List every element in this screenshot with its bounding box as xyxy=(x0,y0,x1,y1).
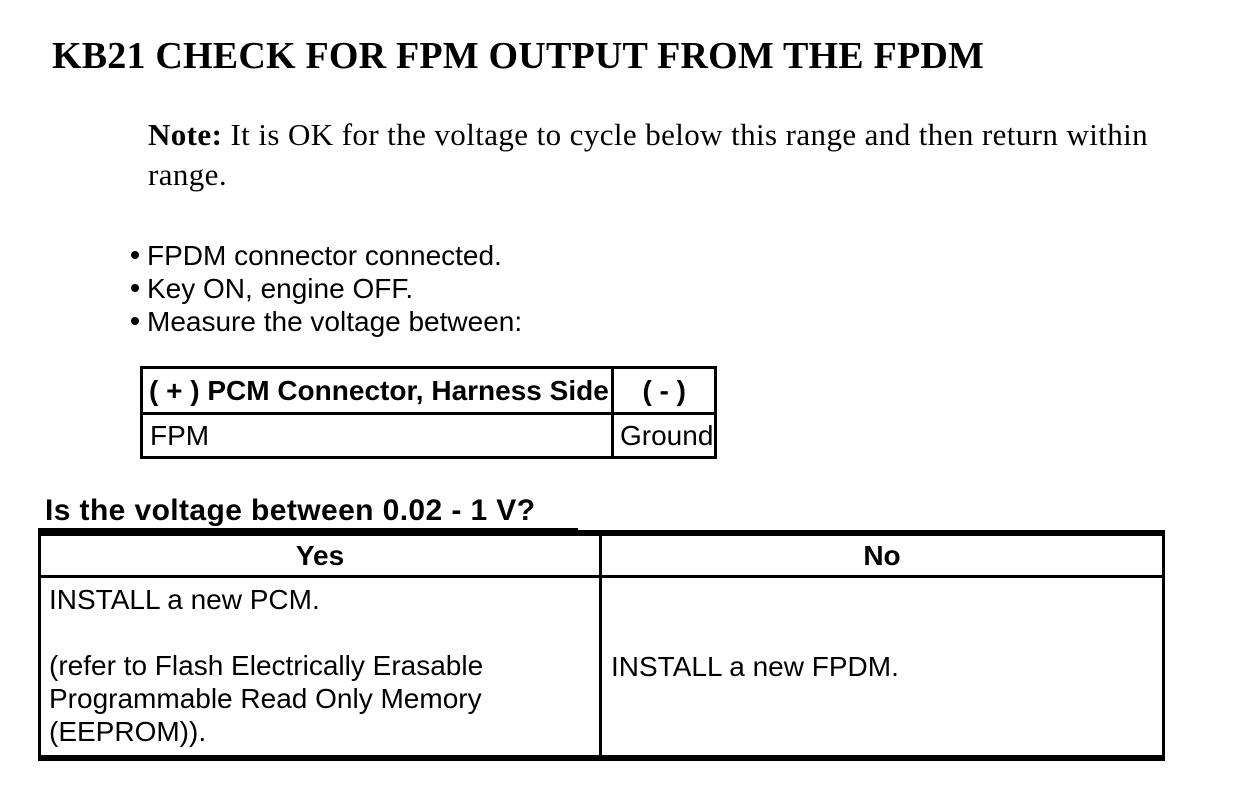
decision-cell-no: INSTALL a new FPDM. xyxy=(599,575,1165,760)
bullet-item-label: Key ON, engine OFF. xyxy=(147,273,414,304)
note-text: It is OK for the voltage to cycle below … xyxy=(148,117,1149,192)
decision-table: Yes No INSTALL a new PCM. (refer to Flas… xyxy=(38,530,1165,761)
decision-cell-yes: INSTALL a new PCM. (refer to Flash Elect… xyxy=(38,575,602,760)
decision-table-header-row: Yes No xyxy=(38,531,1165,578)
bullet-icon xyxy=(131,251,139,259)
bullet-item-label: FPDM connector connected. xyxy=(147,240,502,271)
decision-header-yes: Yes xyxy=(38,531,602,578)
measurement-cell-ground: Ground xyxy=(610,412,718,459)
bullet-icon xyxy=(131,284,139,292)
decision-header-no: No xyxy=(599,531,1165,578)
decision-table-body-row: INSTALL a new PCM. (refer to Flash Elect… xyxy=(38,575,1165,760)
measurement-cell-fpm: FPM xyxy=(140,412,614,459)
bullet-icon xyxy=(131,317,139,325)
bullet-item-label: Measure the voltage between: xyxy=(147,306,523,337)
bullet-item-fpdm-connector: FPDM connector connected. xyxy=(128,239,522,272)
measurement-header-positive: ( + ) PCM Connector, Harness Side xyxy=(140,366,614,415)
bullet-list: FPDM connector connected. Key ON, engine… xyxy=(128,239,522,338)
page-title: KB21 CHECK FOR FPM OUTPUT FROM THE FPDM xyxy=(52,35,985,77)
measurement-table-row: FPM Ground xyxy=(140,412,718,459)
measurement-table: ( + ) PCM Connector, Harness Side ( - ) … xyxy=(140,366,718,459)
note: Note: It is OK for the voltage to cycle … xyxy=(148,115,1238,195)
question-text: Is the voltage between 0.02 - 1 V? xyxy=(38,494,578,532)
bullet-item-key-on: Key ON, engine OFF. xyxy=(128,272,522,305)
measurement-table-header-row: ( + ) PCM Connector, Harness Side ( - ) xyxy=(140,366,718,415)
note-label: Note: xyxy=(148,117,223,152)
bullet-item-measure-voltage: Measure the voltage between: xyxy=(128,305,522,338)
measurement-header-negative: ( - ) xyxy=(610,366,718,415)
